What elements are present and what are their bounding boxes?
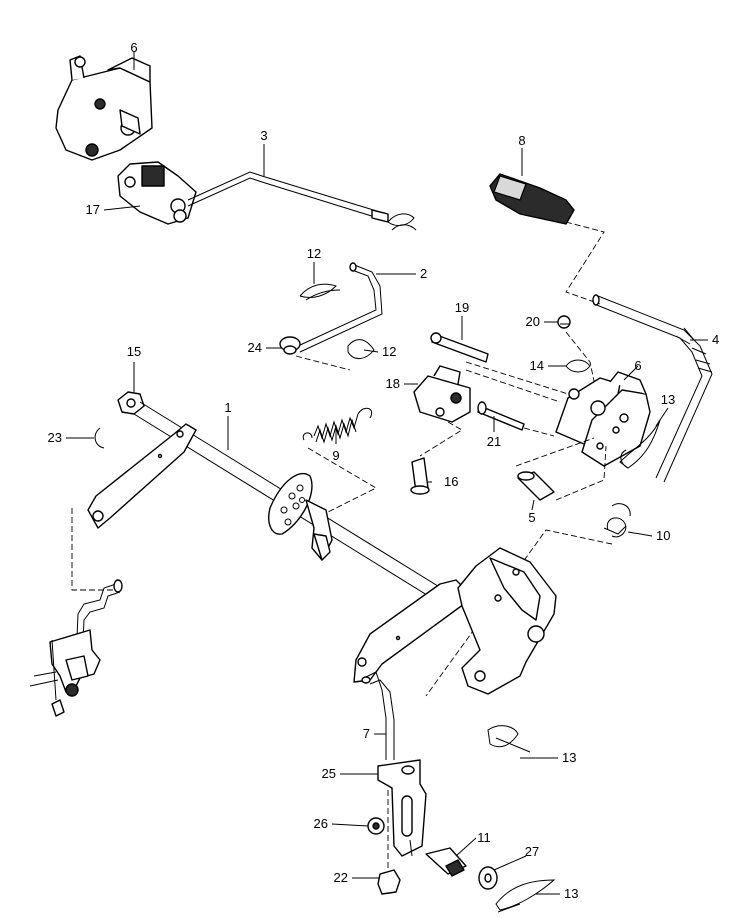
callout-24: 24 [248,340,262,355]
callout-14: 14 [530,358,544,373]
part-7-link-rod [361,671,395,760]
callout-9: 9 [332,448,339,463]
part-8-handle-grip [489,173,575,225]
part-25-slotted-bracket [377,759,427,857]
part-3-rod [187,171,417,231]
callout-8: 8 [518,133,525,148]
part-18-bracket [413,365,471,423]
part-13-hairpin-middle [487,725,531,753]
callout-7: 7 [363,726,370,741]
callout-4: 4 [712,332,719,347]
part-6-right-bracket [555,371,651,467]
leader-8-to-4 [565,221,605,305]
part-16-pin [410,457,430,495]
part-15-nut [117,391,145,415]
part-14-clip [565,359,591,373]
callout-13-upper: 13 [661,392,675,407]
callout-20: 20 [526,314,540,329]
callout-2: 2 [420,266,427,281]
callout-18: 18 [386,376,400,391]
callout-12-upper: 12 [307,246,321,261]
callout-25: 25 [322,766,336,781]
part-1-main-shaft [87,401,557,695]
part-5-spacer [517,471,555,501]
callout-labels: 6 3 17 8 2 12 24 12 19 20 4 14 6 18 13 1… [48,40,720,901]
part-21-bolt [477,401,525,431]
callout-6-top: 6 [130,40,137,55]
leader-18-16 [419,421,463,457]
part-6-upper-bracket [55,55,153,161]
callout-17: 17 [86,202,100,217]
part-10-spring-clip [603,503,631,538]
leader-21 [523,427,555,437]
callout-16: 16 [444,474,458,489]
part-20-screw [557,315,571,329]
callout-21: 21 [487,434,501,449]
part-11-pin [425,847,467,877]
part-17-pivot-bracket [117,161,197,225]
part-4-lever-rod [592,294,713,483]
left-lower-linkage [29,508,123,717]
part-23-e-clip [94,427,105,449]
callout-10: 10 [656,528,670,543]
callout-22: 22 [334,870,348,885]
callout-5: 5 [528,510,535,525]
callout-13-bottom: 13 [564,886,578,901]
part-2-rod [297,262,383,353]
part-22-nut [377,869,401,895]
callout-15: 15 [127,344,141,359]
callout-26: 26 [314,816,328,831]
callout-19: 19 [455,300,469,315]
callout-6-right: 6 [634,358,641,373]
part-24-clevis-pin [279,336,301,355]
callout-11: 11 [477,830,491,845]
callout-23: 23 [48,430,62,445]
part-13-hairpin-bottom [495,879,556,913]
part-26-washer [367,817,385,835]
callout-3: 3 [260,128,267,143]
leader-10 [425,529,613,697]
callout-1: 1 [224,400,231,415]
part-12-hairpin [347,339,375,359]
callout-12-lower: 12 [382,344,396,359]
callout-27: 27 [525,844,539,859]
part-9-spring [302,407,372,444]
part-27-washer [478,866,498,890]
callout-13-middle: 13 [562,750,576,765]
part-19-pin [430,332,489,363]
leader-5 [515,437,607,501]
leader-lines [66,52,708,895]
leader-24-12 [295,355,351,371]
